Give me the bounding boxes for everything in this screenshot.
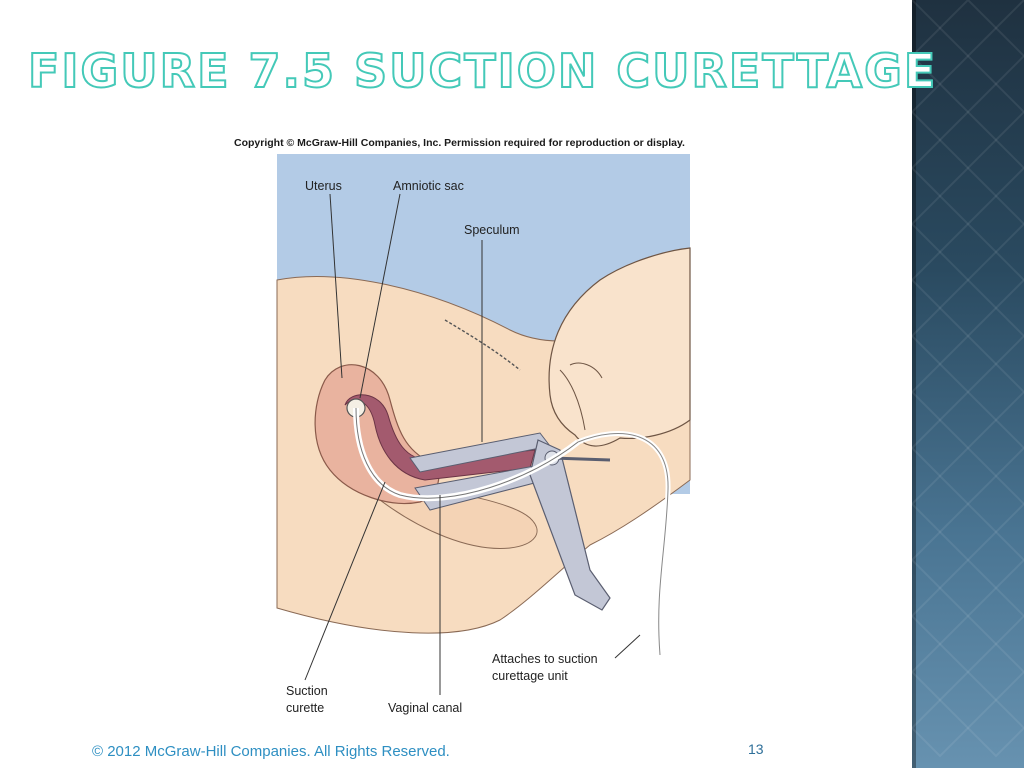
attaches-leader	[614, 634, 641, 659]
label-vaginal-canal: Vaginal canal	[388, 701, 462, 715]
suction-curette-leader	[304, 481, 386, 681]
uterus-leader	[329, 193, 343, 379]
suction-curettage-illustration: Uterus Amniotic sac Speculum Suction cur…	[276, 154, 691, 715]
suction-hose-outline	[577, 433, 669, 656]
hand	[548, 247, 691, 447]
footer-copyright: © 2012 McGraw-Hill Companies. All Rights…	[92, 743, 450, 760]
diamond-pattern	[912, 0, 1024, 758]
copyright-notice: Copyright © McGraw-Hill Companies, Inc. …	[234, 137, 685, 149]
label-amniotic-sac: Amniotic sac	[393, 179, 464, 193]
speculum-handle	[529, 439, 611, 611]
suction-curette-tube-outline	[355, 407, 579, 499]
finger-line	[569, 362, 603, 379]
slide-title: Figure 7.5 Suction Curettage	[27, 43, 938, 99]
amniotic-sac-leader	[359, 193, 401, 399]
label-attaches-line1: Attaches to suction	[492, 652, 598, 666]
stitch-line	[444, 319, 521, 371]
label-suction-curette-line2: curette	[286, 701, 324, 715]
thumb-line	[559, 369, 586, 431]
page-number: 13	[748, 741, 764, 757]
label-attaches-line2: curettage unit	[492, 669, 568, 683]
label-speculum: Speculum	[464, 223, 520, 237]
label-suction-curette-line1: Suction	[286, 684, 328, 698]
label-uterus: Uterus	[305, 179, 342, 193]
decorative-side-band	[912, 0, 1024, 768]
speculum-screw	[551, 456, 611, 462]
